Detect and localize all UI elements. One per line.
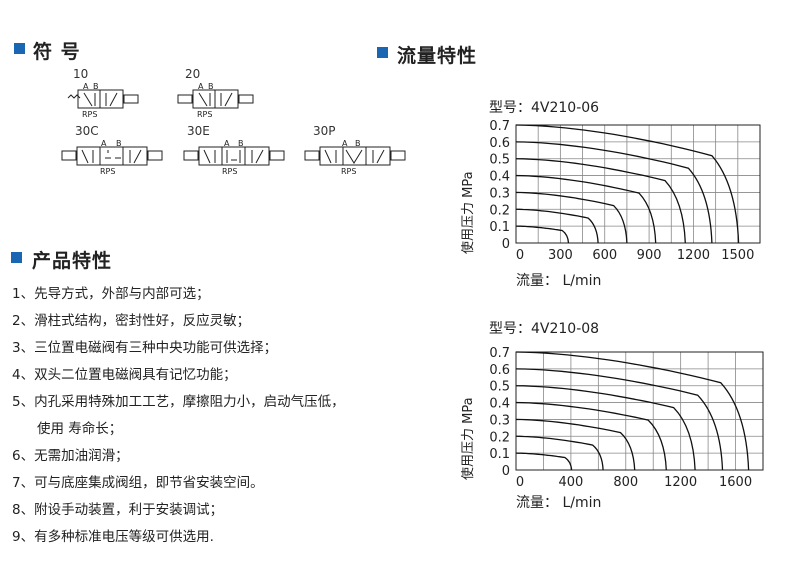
chart-plot: 0 0.1 0.2 0.30.4 0.5 0.6 0.7 0 400 800 1200 1600 — [489, 346, 764, 490]
port-b: B — [238, 139, 244, 148]
x-tick-label: 800 — [613, 475, 638, 490]
flow-curve-0.2mpa — [515, 435, 604, 471]
port-a: A — [83, 82, 89, 91]
port-rps: RPS — [82, 110, 97, 119]
y-tick-label: 0 — [502, 237, 510, 252]
section-bullet-icon — [377, 47, 388, 58]
valve-symbol-30e-icon — [183, 146, 285, 166]
flow-curve-0.1mpa — [515, 452, 573, 471]
y-tick-label: 0.5 — [489, 153, 510, 168]
feature-item: 4、双头二位置电磁阀具有记忆功能； — [12, 367, 237, 383]
y-tick-label: 0.6 — [489, 136, 510, 151]
y-tick-label: 0.4 — [489, 397, 510, 412]
x-tick-label: 600 — [592, 248, 617, 263]
flow-curve-0.6mpa — [515, 368, 724, 471]
x-tick-label: 900 — [637, 248, 662, 263]
feature-item: 3、三位置电磁阀有三种中央功能可供选择； — [12, 340, 278, 356]
x-tick-label: 0 — [516, 475, 524, 490]
flow-curve-0.5mpa — [515, 385, 696, 471]
valve-symbol-30p-icon — [304, 146, 406, 166]
feature-item: 2、滑柱式结构，密封性好，反应灵敏； — [12, 313, 251, 329]
section-bullet-icon — [11, 252, 22, 263]
feature-item: 8、附设手动装置，利于安装调试； — [12, 502, 224, 518]
x-tick-label: 1200 — [664, 475, 697, 490]
symbol-label-20: 20 — [185, 67, 201, 81]
symbol-label-30e: 30E — [187, 124, 210, 138]
valve-symbol-10-icon — [67, 89, 139, 109]
x-tick-label: 0 — [516, 248, 524, 263]
y-tick-label: 0.7 — [489, 119, 510, 134]
y-axis-title: 使用压力 MPa — [461, 171, 476, 254]
port-rps: RPS — [100, 167, 115, 176]
y-tick-label: 0.2 — [489, 430, 510, 445]
x-tick-label: 300 — [548, 248, 573, 263]
y-tick-label: 0.1 — [489, 220, 510, 235]
x-axis-title: 流量： L/min — [516, 273, 602, 289]
x-tick-label: 400 — [558, 475, 583, 490]
flow-curve-0.6mpa — [515, 141, 713, 244]
chart-plot: 0 0.1 0.2 0.30.4 0.5 0.6 0.7 0 300 600 900 1200 1500 — [489, 119, 761, 263]
flow-curve-0.7mpa — [515, 351, 750, 471]
plot-frame — [515, 351, 764, 471]
valve-symbol-30c-icon — [61, 146, 163, 166]
symbols-heading: 符 号 — [33, 41, 81, 63]
symbol-label-30p: 30P — [313, 124, 336, 138]
features-heading: 产品特性 — [32, 250, 113, 272]
port-rps: RPS — [197, 110, 212, 119]
flow-curve-0.4mpa — [515, 174, 657, 244]
y-tick-label: 0.3 — [489, 186, 510, 201]
y-tick-label: 0.5 — [489, 380, 510, 395]
feature-item: 7、可与底座集成阀组，即节省安装空间。 — [12, 475, 264, 491]
flow-curve-0.3mpa — [515, 418, 636, 471]
port-rps: RPS — [341, 167, 356, 176]
port-b: B — [208, 82, 214, 91]
port-b: B — [355, 139, 361, 148]
flow-curve-0.5mpa — [515, 158, 686, 244]
x-tick-label: 1200 — [677, 248, 710, 263]
flow-curve-0.2mpa — [515, 208, 599, 244]
port-rps: RPS — [222, 167, 237, 176]
symbol-label-30c: 30C — [75, 124, 99, 138]
x-tick-label: 1500 — [721, 248, 754, 263]
port-b: B — [93, 82, 99, 91]
port-a: A — [101, 139, 107, 148]
y-tick-label: 0.1 — [489, 447, 510, 462]
y-tick-label: 0.6 — [489, 363, 510, 378]
feature-item: 9、有多种标准电压等级可供选用. — [12, 529, 214, 545]
valve-symbol-20-icon — [177, 89, 254, 109]
flow-curve-0.3mpa — [515, 191, 628, 244]
chart-title: 型号：4V210-06 — [489, 100, 600, 116]
y-tick-label: 0.3 — [489, 413, 510, 428]
flow-curve-0.7mpa — [515, 124, 740, 244]
section-bullet-icon — [14, 43, 25, 54]
symbol-label-10: 10 — [73, 67, 89, 81]
port-a: A — [198, 82, 204, 91]
y-tick-label: 0.7 — [489, 346, 510, 361]
chart-title: 型号：4V210-08 — [489, 321, 600, 337]
feature-item: 5、内孔采用特殊加工工艺，摩擦阻力小，启动气压低， — [12, 394, 345, 410]
flow-curve-0.1mpa — [515, 225, 570, 244]
x-axis-title: 流量： L/min — [516, 495, 602, 511]
port-a: A — [224, 139, 230, 148]
flow-curve-0.4mpa — [515, 401, 667, 471]
feature-item-continuation: 使用 寿命长； — [37, 421, 123, 437]
y-tick-label: 0.2 — [489, 203, 510, 218]
port-a: A — [342, 139, 348, 148]
y-tick-label: 0 — [502, 464, 510, 479]
x-tick-label: 1600 — [719, 475, 752, 490]
y-axis-title: 使用压力 MPa — [461, 397, 476, 480]
feature-item: 6、无需加油润滑； — [12, 448, 129, 464]
plot-frame — [515, 124, 761, 244]
feature-item: 1、先导方式，外部与内部可选； — [12, 286, 210, 302]
flow-heading: 流量特性 — [397, 45, 478, 67]
y-tick-label: 0.4 — [489, 170, 510, 185]
port-b: B — [116, 139, 122, 148]
